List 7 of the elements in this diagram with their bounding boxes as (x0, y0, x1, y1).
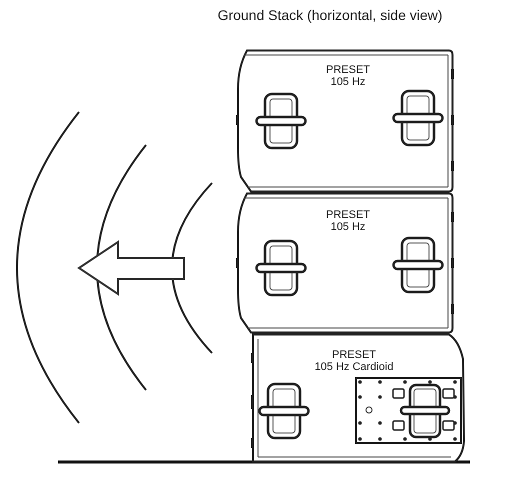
subwoofer-cabinet (236, 192, 454, 334)
subwoofer-cabinet (251, 333, 467, 463)
subwoofer-cabinet (236, 49, 454, 193)
diagram-title: Ground Stack (horizontal, side view) (218, 7, 442, 24)
preset-label: PRESET 105 Hz (326, 209, 370, 233)
preset-label: PRESET 105 Hz (326, 64, 370, 88)
preset-label: PRESET 105 Hz Cardioid (314, 349, 394, 373)
